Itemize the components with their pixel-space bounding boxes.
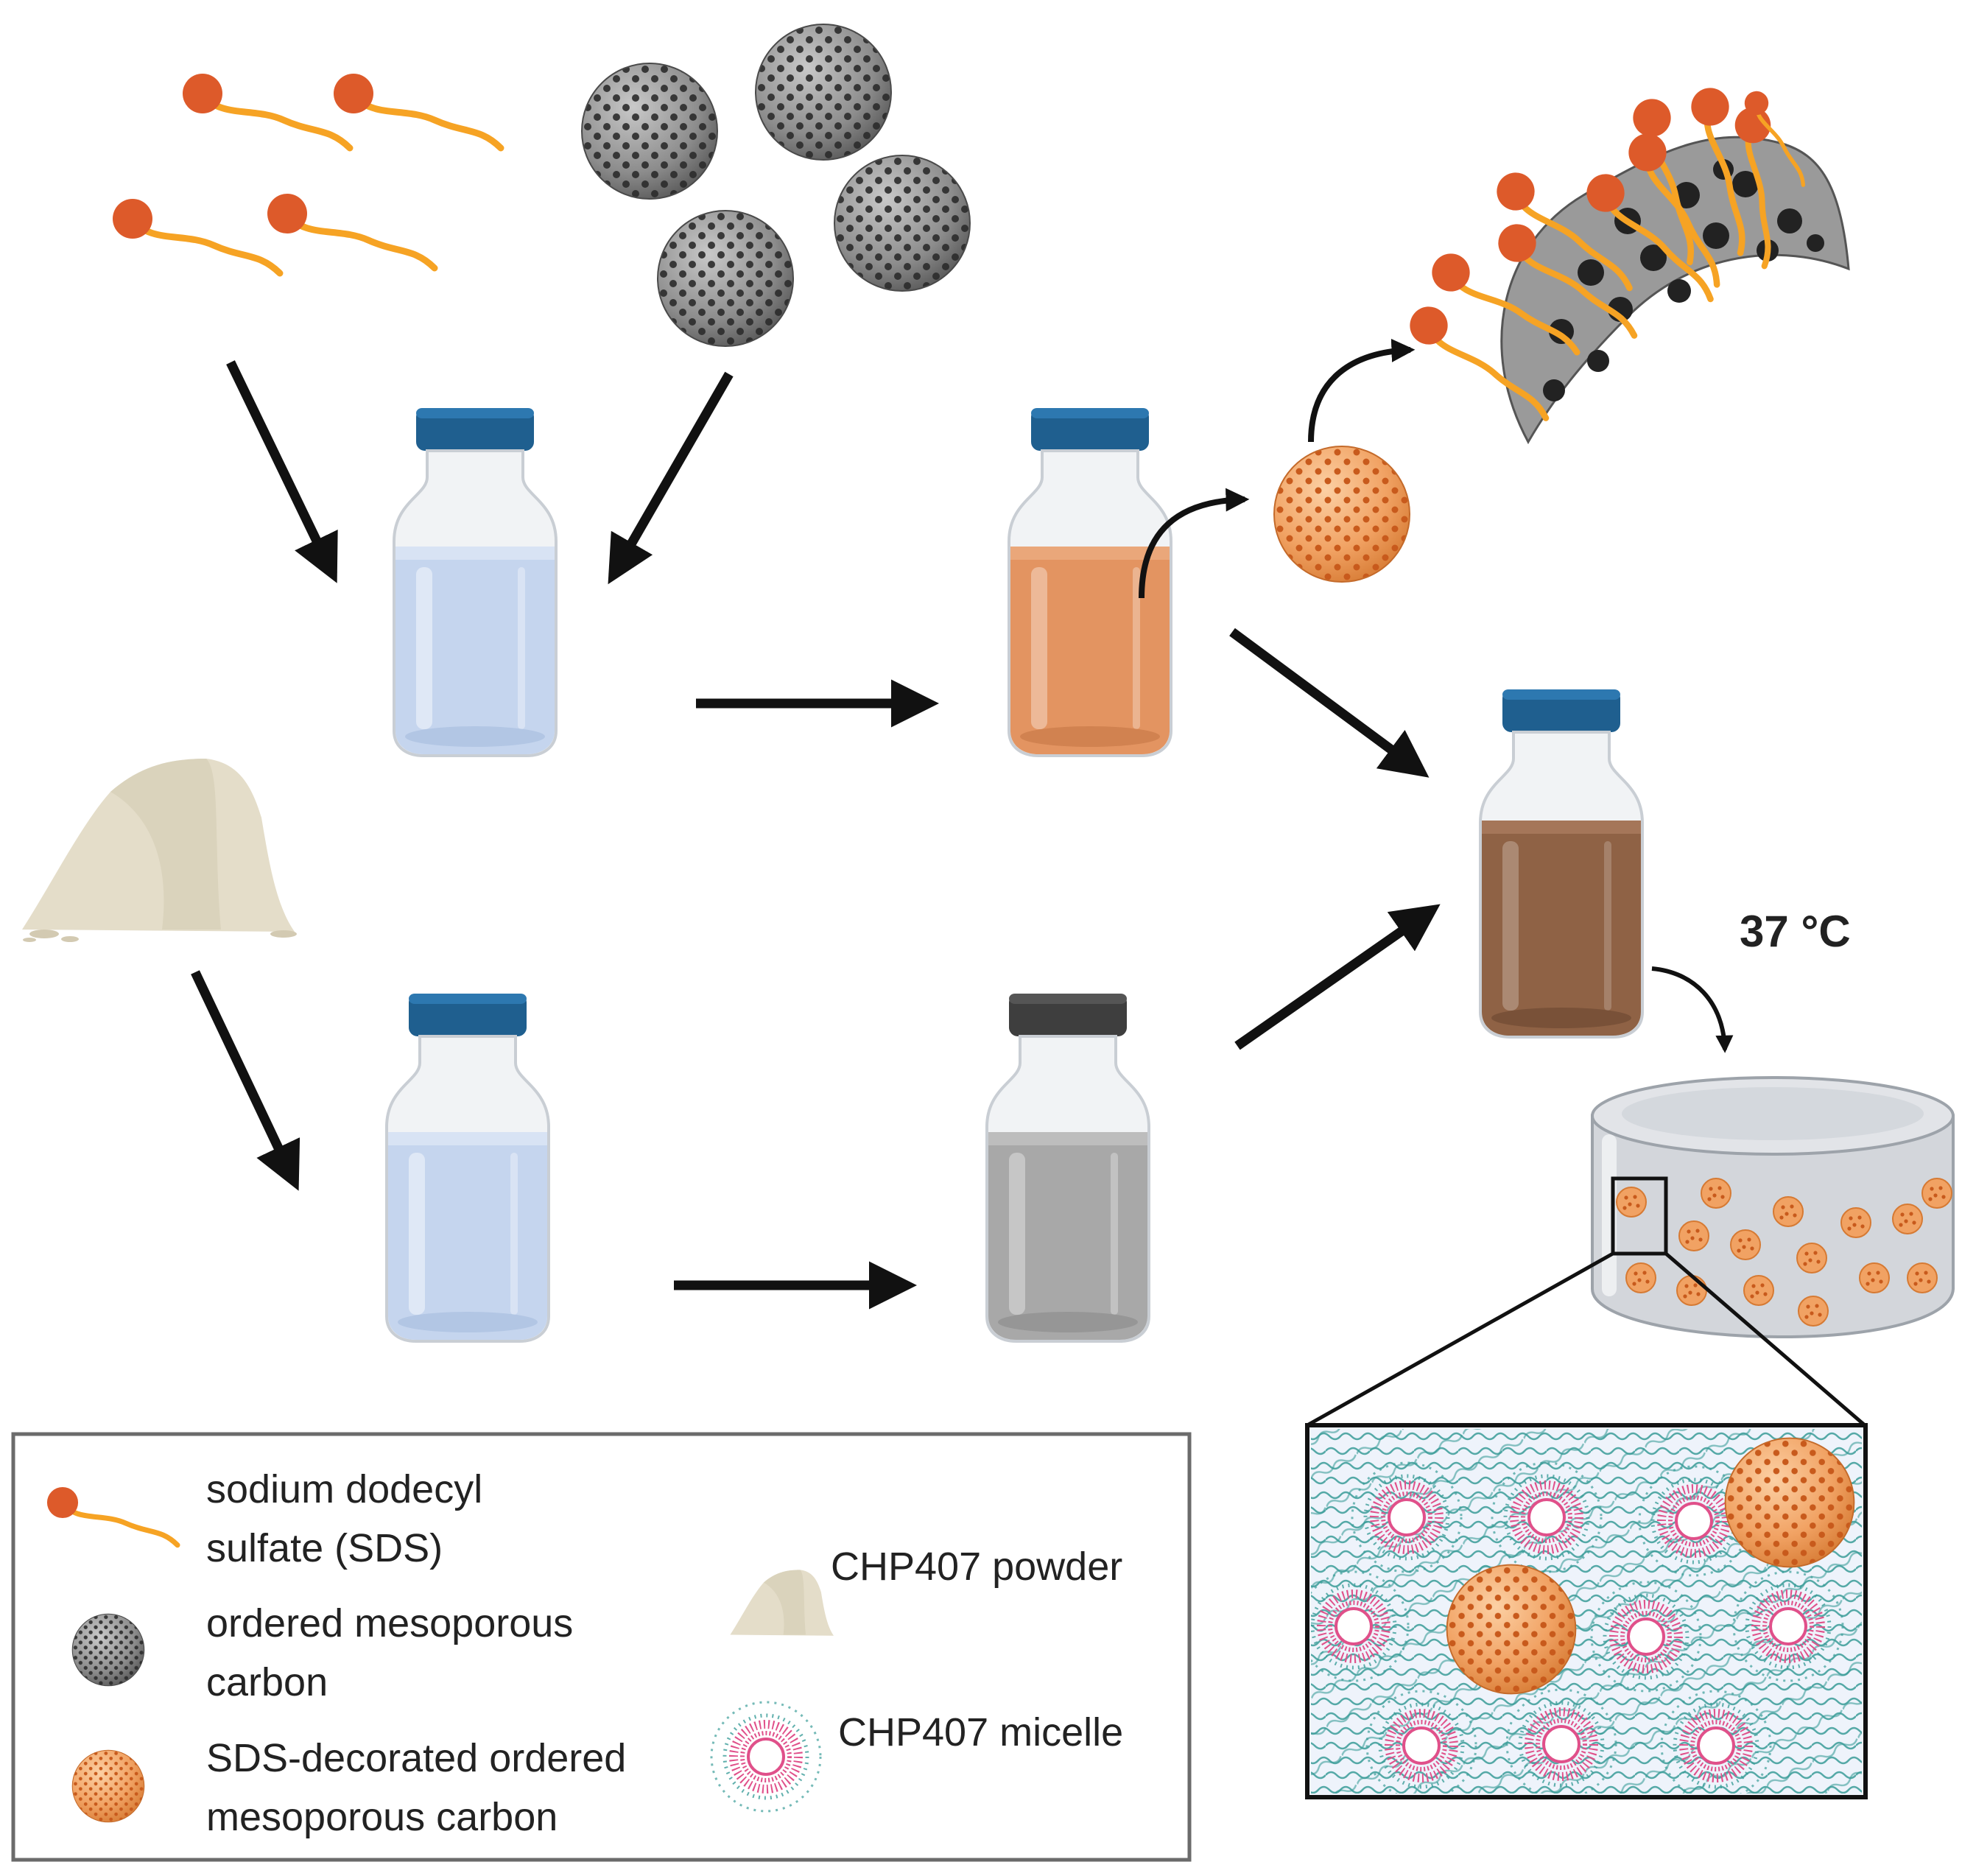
omc-sphere	[834, 155, 970, 291]
arrow-omc-to-bottle	[608, 371, 734, 585]
particle	[1616, 1187, 1647, 1218]
legend-micelle-label: CHP407 micelle	[838, 1710, 1123, 1754]
bottle-sds-omc-solution	[393, 408, 558, 757]
legend-sds-omc-label-1: SDS-decorated ordered	[206, 1736, 626, 1780]
particle	[1840, 1207, 1871, 1238]
legend-sds-omc-icon	[72, 1750, 144, 1822]
zoom-selection-box	[1611, 1176, 1668, 1256]
arrow-powder-to-bottle	[191, 970, 300, 1191]
particle	[1625, 1262, 1656, 1293]
particle	[1892, 1204, 1923, 1234]
omc-spheres-group	[582, 24, 970, 346]
particle	[1773, 1196, 1804, 1227]
bottle-orange-dispersion	[1008, 408, 1172, 757]
sds-molecules-group	[113, 74, 501, 273]
particle	[1796, 1243, 1827, 1273]
temperature-label: 37 °C	[1740, 907, 1851, 956]
zoom-line-left	[1306, 1251, 1614, 1427]
sds-molecule	[183, 74, 350, 148]
curved-arrow-to-sds-omc	[1139, 488, 1250, 599]
arrow-orange-to-mixture	[1229, 628, 1430, 778]
particle	[1701, 1178, 1731, 1209]
sds-omc-particle	[1274, 446, 1410, 582]
curved-arrow-to-hydrogel	[1651, 966, 1734, 1053]
omc-sphere	[756, 24, 891, 160]
hydrogel-microstructure-zoom	[1305, 1423, 1868, 1799]
sds-molecule	[113, 199, 280, 273]
legend-sds-omc-label-2: mesoporous carbon	[206, 1795, 558, 1839]
sds-omc-particle	[1447, 1565, 1576, 1694]
omc-sphere	[582, 63, 717, 199]
legend-powder-label: CHP407 powder	[831, 1545, 1122, 1589]
sds-omc-particle	[1726, 1438, 1854, 1567]
omc-sphere	[658, 211, 793, 346]
particle	[1676, 1275, 1707, 1306]
legend: sodium dodecyl sulfate (SDS) ordered mes…	[11, 1432, 1192, 1862]
legend-omc-icon	[72, 1614, 144, 1686]
legend-box	[11, 1432, 1192, 1862]
curved-arrow-to-zoom	[1308, 338, 1416, 443]
bottle-brown-mixture	[1479, 689, 1644, 1039]
particle	[1798, 1296, 1829, 1327]
particle	[1921, 1178, 1952, 1209]
legend-sds-label-2: sulfate (SDS)	[206, 1526, 443, 1570]
bottle-chp407-solution	[385, 994, 550, 1343]
arrow-gray-to-mixture	[1234, 904, 1441, 1050]
particle	[1859, 1262, 1890, 1293]
legend-omc-label-2: carbon	[206, 1660, 328, 1704]
chp407-powder-pile	[22, 759, 297, 942]
legend-powder-icon	[730, 1570, 834, 1636]
legend-omc-label-1: ordered mesoporous	[206, 1601, 573, 1645]
hydrogel-dish	[1591, 1076, 1955, 1339]
zoom-line-right	[1664, 1252, 1866, 1427]
legend-sds-label-1: sodium dodecyl	[206, 1467, 482, 1511]
particle	[1743, 1275, 1774, 1306]
arrow-sds-to-bottle	[226, 360, 338, 583]
bottle-gray-solution	[985, 994, 1150, 1343]
particle	[1678, 1220, 1709, 1251]
sds-on-carbon-surface-zoom	[1395, 81, 1850, 445]
particle	[1907, 1262, 1938, 1293]
sds-molecule	[334, 74, 501, 148]
particle	[1730, 1229, 1761, 1260]
sds-molecule	[267, 194, 435, 268]
